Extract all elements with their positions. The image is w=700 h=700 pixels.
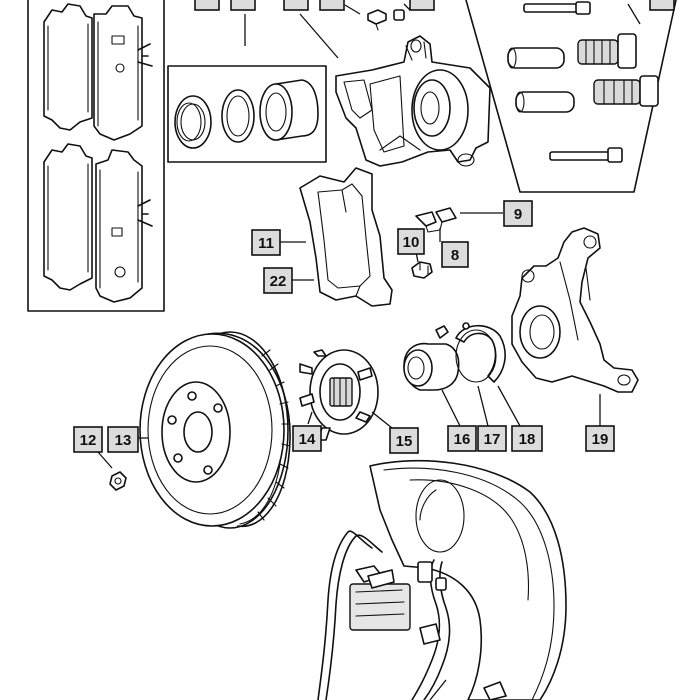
svg-text:12: 12	[80, 432, 97, 449]
callout-17: 17	[477, 425, 507, 452]
callout-12: 12	[73, 426, 103, 453]
callout-top-1	[194, 0, 220, 11]
callout-18: 18	[511, 425, 543, 452]
callout-16: 16	[447, 425, 477, 452]
piston-seal-kit	[167, 14, 327, 163]
guide-pin-kit	[465, 0, 677, 193]
callout-15: 15	[389, 427, 419, 454]
anti-rattle-clip	[415, 207, 503, 242]
caliper-adapter	[299, 167, 393, 307]
svg-text:14: 14	[299, 431, 316, 448]
retaining-ring	[435, 322, 521, 427]
svg-text:11: 11	[258, 235, 274, 252]
svg-text:16: 16	[454, 431, 471, 448]
callout-11: 11	[251, 229, 306, 256]
callout-8: 8	[441, 241, 469, 268]
guide-pin-sleeve-2	[515, 91, 575, 113]
svg-text:18: 18	[519, 431, 536, 448]
svg-text:22: 22	[270, 273, 287, 290]
svg-text:15: 15	[396, 433, 413, 450]
guide-pin-boot-2	[593, 75, 659, 107]
adapter-bolt	[411, 251, 433, 279]
callout-top-3	[283, 0, 309, 11]
callout-22: 22	[263, 267, 314, 294]
svg-text:8: 8	[451, 247, 459, 264]
callout-13: 13	[107, 426, 139, 453]
callout-top-2	[230, 0, 256, 11]
callout-14: 14	[292, 425, 322, 452]
callout-10: 10	[397, 228, 425, 255]
callout-top-6	[649, 0, 675, 11]
svg-text:9: 9	[514, 206, 522, 223]
svg-text:17: 17	[484, 431, 501, 448]
guide-pin-bolt-top	[523, 1, 591, 15]
brake-pad-lower	[43, 143, 153, 303]
callout-top-5	[409, 0, 435, 11]
brake-caliper	[299, 13, 491, 167]
guide-pin-boot-1	[577, 33, 637, 69]
guide-pin-bolt-bottom	[549, 147, 623, 163]
svg-text:10: 10	[403, 234, 420, 251]
brake-splash-shield	[349, 459, 567, 700]
brake-rotor	[138, 331, 291, 529]
callout-9: 9	[503, 200, 533, 227]
callout-19: 19	[585, 425, 615, 452]
svg-text:13: 13	[115, 432, 132, 449]
callout-top-4	[319, 0, 345, 11]
wheel-stud-nut	[97, 451, 127, 491]
steering-knuckle	[511, 227, 639, 426]
brake-pad-set	[27, 0, 165, 312]
svg-text:19: 19	[592, 431, 609, 448]
brake-pad-upper	[43, 3, 153, 141]
brake-hose-abs-wire	[317, 530, 507, 700]
wheel-bearing	[403, 342, 461, 427]
bleeder-screw	[344, 3, 411, 31]
wheel-hub	[299, 349, 393, 441]
